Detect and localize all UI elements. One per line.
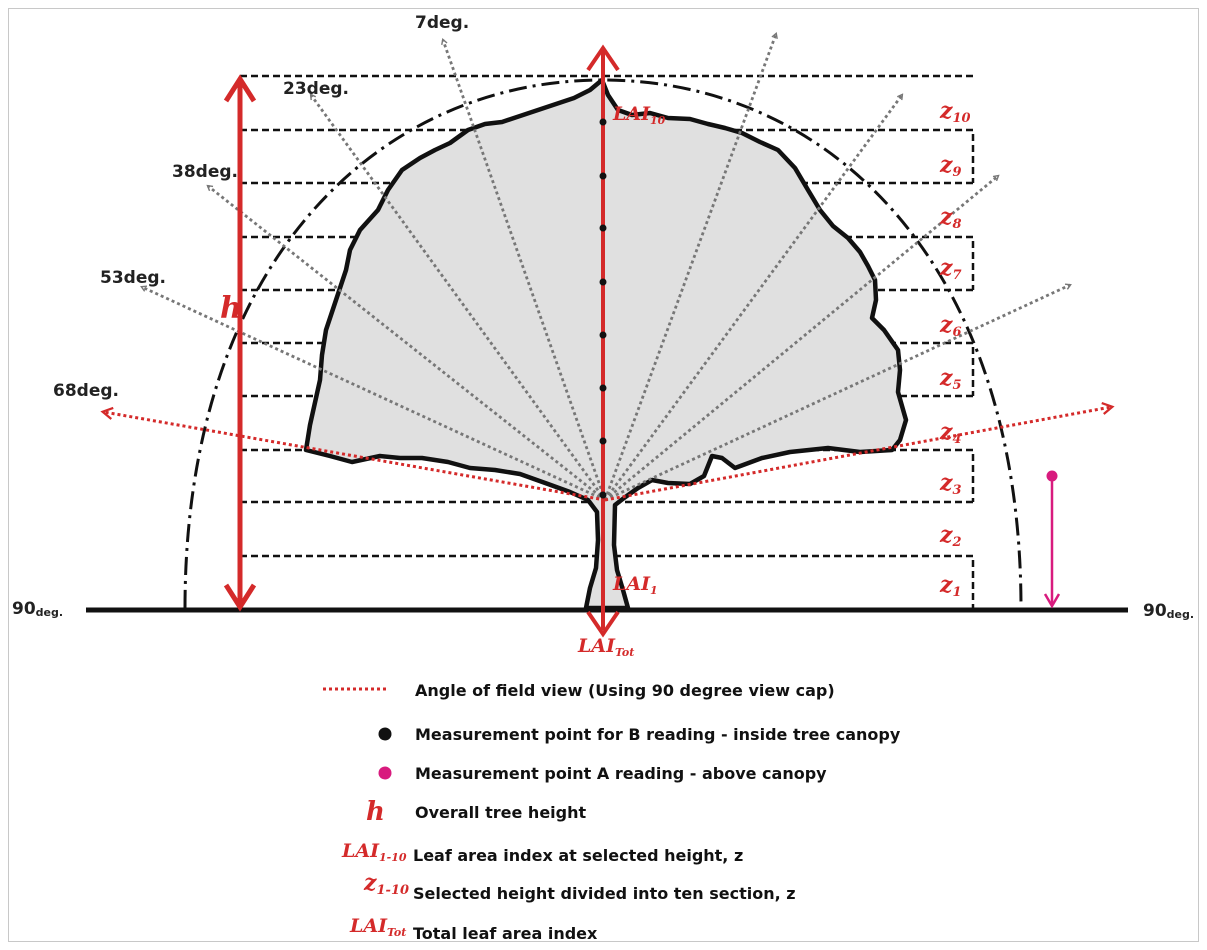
- arrow-68deg-left: [100, 406, 606, 502]
- legend-h-symbol: h: [366, 797, 385, 827]
- zone-label-z8: z8: [939, 204, 962, 232]
- legend-h-text: Overall tree height: [415, 803, 586, 822]
- legend-z-text: Selected height divided into ten section…: [413, 884, 796, 903]
- label-h: h: [220, 291, 242, 326]
- label-lai10: LAI10: [612, 103, 666, 127]
- label-90deg-left: 90deg.: [12, 599, 63, 619]
- arrow-68deg-right: [604, 401, 1115, 502]
- zone-label-z5: z5: [939, 365, 962, 393]
- label-23deg: 23deg.: [283, 79, 349, 99]
- legend-lai-text: Leaf area index at selected height, z: [413, 846, 743, 865]
- point-b: [599, 384, 607, 392]
- zone-label-z4: z4: [939, 419, 962, 447]
- label-68deg: 68deg.: [53, 381, 119, 401]
- measurement-points-b: [599, 118, 607, 499]
- label-90deg-right: 90deg.: [1143, 601, 1194, 621]
- arrow-38deg-right: [604, 176, 998, 502]
- lai-total-arrow: [586, 44, 620, 638]
- arrow-53deg-left: [142, 287, 606, 502]
- zone-label-z3: z3: [939, 470, 962, 498]
- label-laitot: LAITot: [577, 635, 634, 659]
- point-b: [599, 437, 607, 445]
- legend-point-a-text: Measurement point A reading - above cano…: [415, 764, 827, 783]
- legend: Angle of field view (Using 90 degree vie…: [323, 681, 901, 943]
- field-view-arrows: [100, 401, 1115, 502]
- arrow-53deg-right: [604, 285, 1070, 502]
- legend-tot-symbol: LAITot: [349, 915, 406, 939]
- legend-point-b-swatch: [378, 727, 392, 741]
- arrow-38deg-left: [208, 186, 606, 502]
- legend-field-view-text: Angle of field view (Using 90 degree vie…: [415, 681, 835, 700]
- legend-tot-text: Total leaf area index: [413, 924, 598, 943]
- zone-label-z10: z10: [939, 98, 971, 126]
- label-53deg: 53deg.: [100, 268, 166, 288]
- arrow-7deg-right: [603, 34, 776, 501]
- height-arrow: [223, 74, 257, 612]
- zone-label-z2: z2: [939, 522, 962, 550]
- label-lai1: LAI1: [612, 573, 658, 597]
- zone-label-z9: z9: [939, 152, 962, 180]
- point-b: [599, 172, 607, 180]
- legend-point-a-swatch: [378, 766, 392, 780]
- zone-label-z6: z6: [939, 312, 962, 340]
- point-b: [599, 491, 607, 499]
- point-b: [599, 118, 607, 126]
- zone-label-z1: z1: [939, 572, 962, 600]
- legend-z-symbol: z1-10: [363, 870, 409, 898]
- legend-lai-symbol: LAI1-10: [341, 840, 407, 864]
- label-38deg: 38deg.: [172, 162, 238, 182]
- point-b: [599, 331, 607, 339]
- figure-frame: [8, 8, 1199, 942]
- zone-label-z7: z7: [939, 255, 962, 283]
- tree-canopy: [303, 77, 909, 611]
- view-angle-arrows: [142, 34, 1070, 502]
- label-7deg: 7deg.: [415, 13, 469, 33]
- legend-point-b-text: Measurement point for B reading - inside…: [415, 725, 901, 744]
- point-b: [599, 224, 607, 232]
- measurement-point-a: [1043, 470, 1061, 609]
- point-b: [599, 278, 607, 286]
